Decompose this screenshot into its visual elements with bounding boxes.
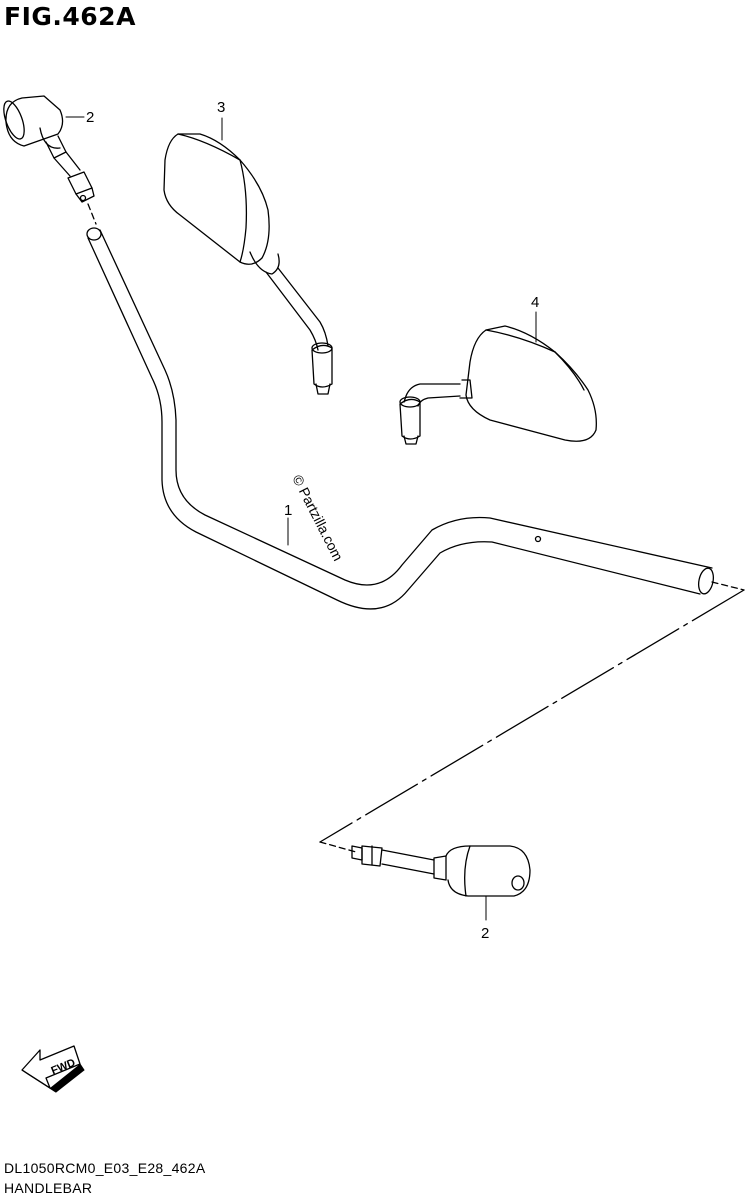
fwd-arrow-icon: FWD: [21, 1045, 85, 1093]
figure-title: FIG.462A: [4, 2, 136, 31]
callout-handlebar: 1: [284, 502, 292, 519]
callout-mirror-right: 4: [531, 294, 539, 311]
callout-grip-end-left: 2: [86, 109, 94, 126]
mirror-left-part[interactable]: [163, 133, 333, 395]
callout-grip-end-right: 2: [481, 925, 489, 942]
grip-end-left-part[interactable]: [0, 95, 95, 203]
grip-end-right-part[interactable]: [351, 845, 531, 897]
leader-lines: [65, 116, 537, 921]
section-name: HANDLEBAR: [4, 1180, 93, 1196]
callout-mirror-left: 3: [217, 99, 225, 116]
drawing-code: DL1050RCM0_E03_E28_462A: [4, 1160, 206, 1176]
mirror-right-part[interactable]: [399, 325, 597, 445]
watermark: © Partzilla.com: [289, 472, 346, 563]
handlebar-part[interactable]: [86, 227, 716, 610]
